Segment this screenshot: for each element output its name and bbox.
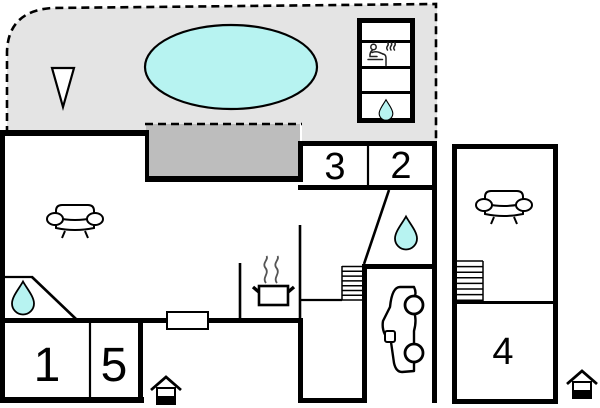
wall-step-left [145,130,149,178]
room-1-label: 1 [34,339,61,392]
wall-bottom-left [0,397,144,403]
wall-rooms15-right [138,318,143,403]
wall-carport-left [362,264,367,403]
wall-bath1-diagonal [31,276,77,320]
cooking-pot-icon [251,255,296,307]
stairs-icon [457,260,484,301]
wall-rooms15-top [0,318,303,323]
sofa-icon [46,204,104,239]
entrance-house-icon [565,369,599,400]
car-icon [381,285,425,374]
wall-right [432,141,437,403]
wall-top [0,130,149,136]
room-4-label: 4 [492,331,513,373]
wall-left [0,130,5,403]
wall-bath2-diagonal [362,189,391,265]
wall-carport-top [362,264,437,269]
sauna-building [357,18,415,123]
water-drop-icon [394,215,418,251]
right-building [452,144,558,404]
wall-bedrooms-top [298,141,437,146]
interior-thin-walls [0,146,391,397]
wall-bedrooms-left [298,141,303,182]
main-house-walls [0,130,437,403]
wall-step-bottom [145,176,303,182]
entrance-door [166,311,209,330]
terrace-dashed-border [5,2,438,142]
entrance-house-icon [149,375,183,406]
water-drop-icon [11,280,35,316]
patio-step-area [146,124,300,178]
room-2-label: 2 [390,145,411,187]
wall-hall-bottom [298,398,367,403]
stairs-icon [341,265,362,301]
sauna-person-icon [367,41,396,67]
room-5-label: 5 [101,339,128,392]
wall-hall-left [298,318,303,403]
north-triangle-icon [50,66,76,112]
swimming-pool-icon [143,23,319,111]
room-3-label: 3 [324,146,345,188]
wall-bedrooms-bottom [298,185,437,190]
